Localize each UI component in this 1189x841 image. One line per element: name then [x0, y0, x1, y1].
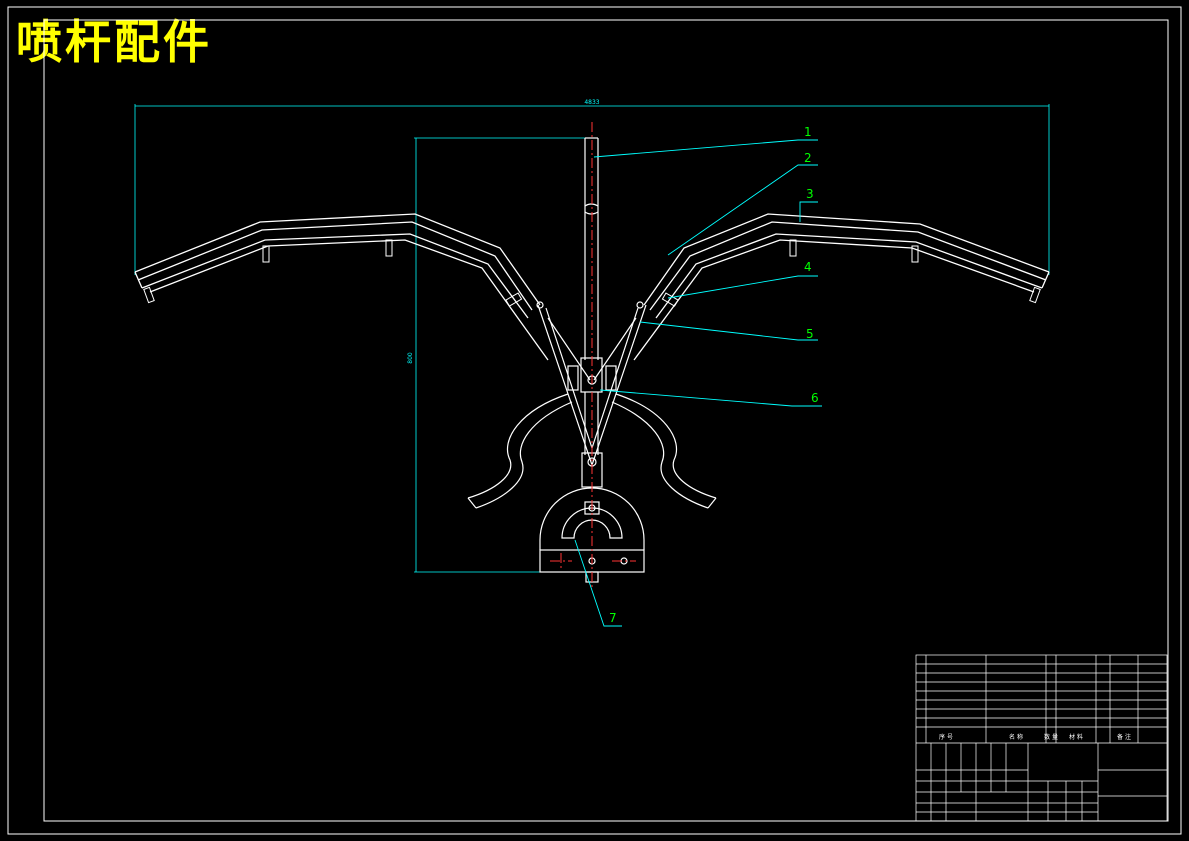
centerlines [550, 122, 636, 590]
balloon-3: 3 [806, 187, 814, 201]
height-dimension-text: 800 [407, 352, 414, 364]
title-block-column-labels: 序 号 名 称 数 量 材 料 备 注 [939, 733, 1131, 741]
inner-border [43, 19, 1169, 822]
outer-border [7, 6, 1182, 835]
left-spray-bar [134, 213, 549, 361]
balloon-7: 7 [609, 611, 617, 625]
balloon-2: 2 [804, 151, 812, 165]
width-dimension-text: 4833 [584, 99, 599, 106]
balloon-5: 5 [806, 327, 814, 341]
nozzles [143, 239, 1041, 307]
title-block [915, 654, 1168, 822]
right-spray-bar [633, 213, 1050, 361]
drawing-title: 喷杆配件 [16, 15, 212, 69]
label-remarks: 备 注 [1117, 733, 1131, 741]
balloon-1: 1 [804, 125, 812, 139]
label-name: 名 称 [1009, 733, 1023, 741]
label-material: 材 料 [1069, 733, 1083, 741]
center-shaft [580, 137, 603, 488]
lower-legs [467, 393, 717, 509]
label-qty: 数 量 [1044, 733, 1058, 741]
height-dimension [414, 137, 592, 573]
width-dimension [134, 104, 1050, 275]
label-item-no: 序 号 [939, 733, 953, 741]
balloon-6: 6 [811, 391, 819, 405]
leader-lines [574, 139, 822, 627]
balloon-4: 4 [804, 260, 812, 274]
